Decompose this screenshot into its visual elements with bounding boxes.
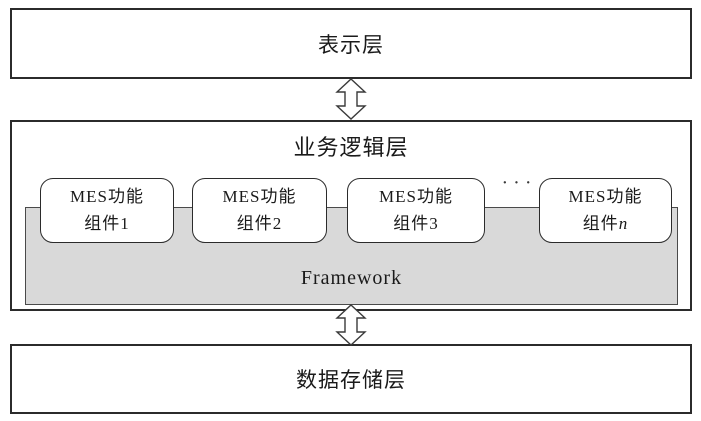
ellipsis-dots: ··· xyxy=(501,172,537,194)
mes-component-3-line2: 组件3 xyxy=(393,213,439,233)
data-storage-layer-box: 数据存储层 xyxy=(10,344,692,414)
business-logic-layer-label: 业务逻辑层 xyxy=(293,135,409,160)
component-n-variable: n xyxy=(618,213,629,233)
presentation-layer-box: 表示层 xyxy=(10,8,692,79)
business-logic-layer-box: 业务逻辑层 Framework MES功能 组件1 MES功能 组件2 MES功… xyxy=(10,120,692,311)
up-down-arrow-icon xyxy=(335,78,367,120)
data-storage-layer-label: 数据存储层 xyxy=(296,368,406,392)
presentation-layer-label: 表示层 xyxy=(318,32,384,57)
mes-component-2-line2: 组件2 xyxy=(236,213,283,233)
mes-component-3: MES功能 组件3 xyxy=(347,178,485,243)
up-down-arrow-icon xyxy=(335,304,367,346)
mes-component-1-line2: 组件1 xyxy=(84,213,130,233)
mes-component-1: MES功能 组件1 xyxy=(40,178,174,243)
mes-component-2-line1: MES功能 xyxy=(222,187,297,207)
mes-component-2: MES功能 组件2 xyxy=(192,178,327,243)
mes-component-n: MES功能 组件n xyxy=(539,178,672,243)
mes-component-n-line1: MES功能 xyxy=(568,187,643,207)
mes-component-1-line1: MES功能 xyxy=(70,187,144,207)
framework-label: Framework xyxy=(300,267,403,289)
mes-component-n-line2: 组件n xyxy=(582,213,629,233)
mes-component-3-line1: MES功能 xyxy=(379,187,453,207)
